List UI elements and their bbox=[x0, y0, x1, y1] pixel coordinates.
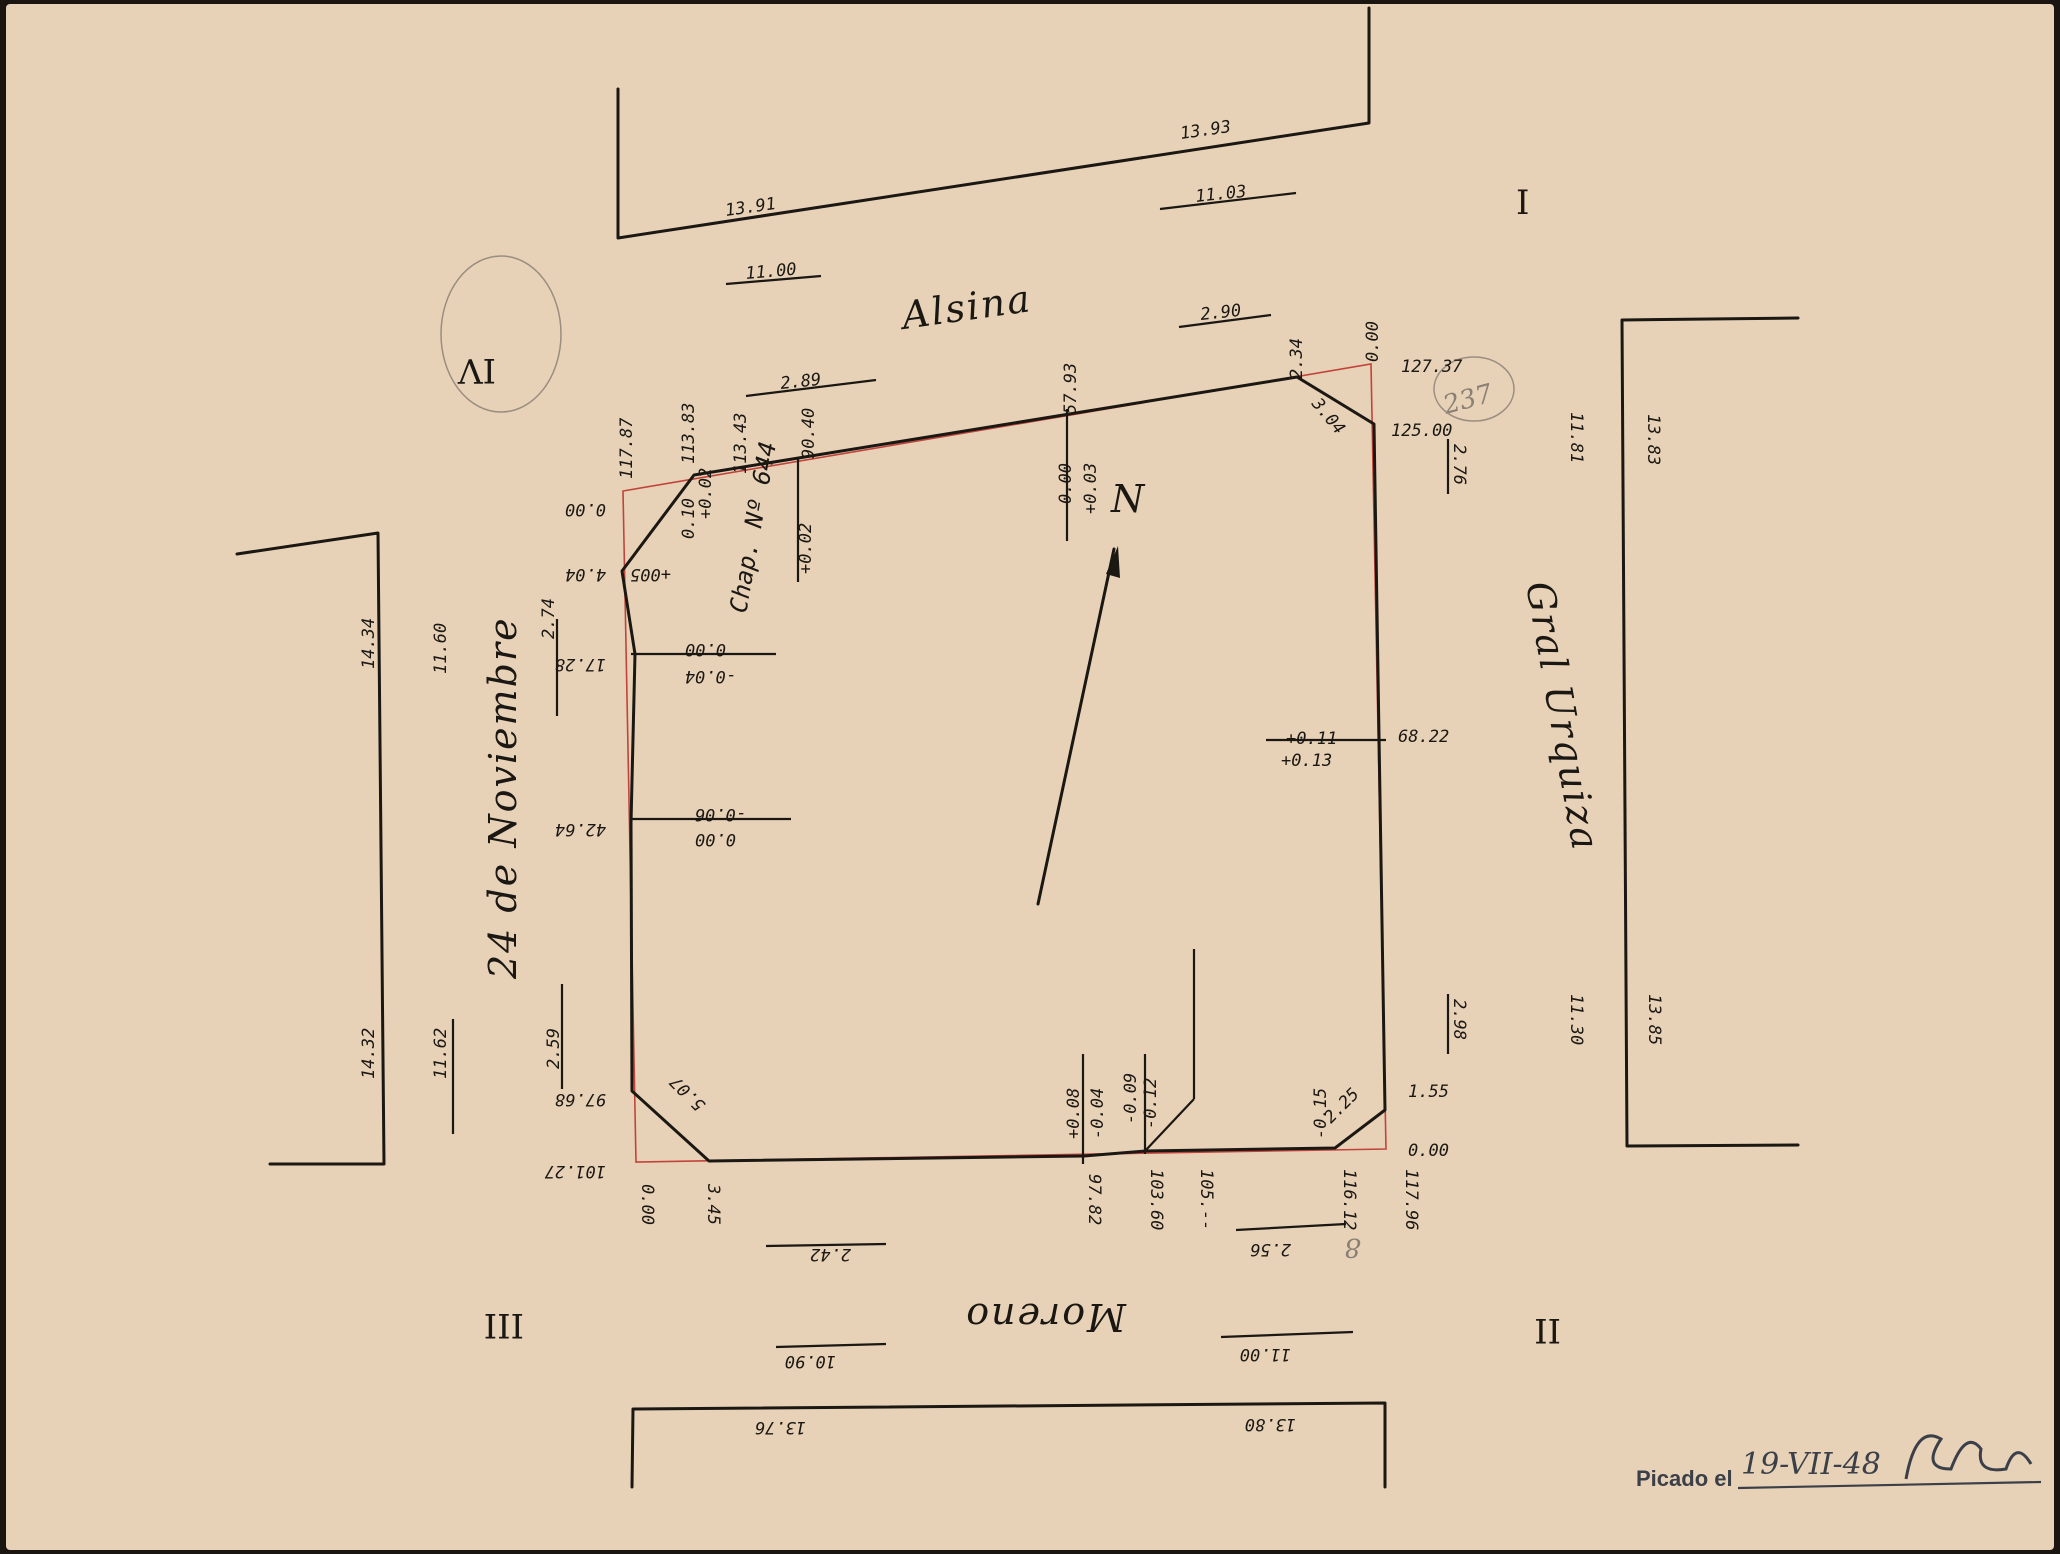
svg-text:+0.11: +0.11 bbox=[1286, 729, 1337, 749]
svg-text:11.00: 11.00 bbox=[745, 260, 798, 284]
svg-text:1.55: 1.55 bbox=[1408, 1082, 1449, 1102]
svg-text:127.37: 127.37 bbox=[1401, 357, 1463, 377]
svg-text:0.00: 0.00 bbox=[695, 829, 736, 849]
svg-text:+0.08: +0.08 bbox=[1064, 1088, 1084, 1139]
svg-text:11.62: 11.62 bbox=[431, 1028, 451, 1079]
svg-text:14.34: 14.34 bbox=[359, 618, 379, 669]
svg-text:3.04: 3.04 bbox=[1307, 394, 1349, 439]
svg-text:2.42: 2.42 bbox=[810, 1244, 851, 1264]
picado-date: 19-VII-48 bbox=[1741, 1447, 1881, 1482]
map-sheet: N Alsina Gral Urquiza Moreno 24 de Novie… bbox=[6, 4, 2054, 1550]
svg-text:-0.09: -0.09 bbox=[1121, 1073, 1141, 1124]
svg-text:42.64: 42.64 bbox=[555, 819, 606, 839]
svg-text:17.28: 17.28 bbox=[555, 654, 606, 674]
svg-text:-0.15: -0.15 bbox=[1311, 1088, 1331, 1139]
svg-text:2.98: 2.98 bbox=[1449, 999, 1469, 1040]
svg-text:113.43: 113.43 bbox=[731, 413, 751, 474]
svg-text:13.85: 13.85 bbox=[1644, 994, 1664, 1045]
svg-text:11.81: 11.81 bbox=[1566, 412, 1586, 463]
svg-text:-0.04: -0.04 bbox=[685, 666, 736, 686]
block-iii-outline bbox=[630, 1401, 1387, 1489]
picado-label: Picado el bbox=[1636, 1466, 1733, 1491]
block-label-i: I bbox=[1516, 183, 1529, 223]
svg-text:11.03: 11.03 bbox=[1194, 182, 1247, 207]
block-iv-circle bbox=[440, 255, 562, 413]
svg-text:0.00: 0.00 bbox=[1363, 321, 1383, 362]
street-alsina: Alsina bbox=[896, 276, 1034, 338]
svg-text:97.68: 97.68 bbox=[555, 1089, 606, 1109]
block-iv-outline bbox=[235, 531, 386, 1166]
svg-text:125.00: 125.00 bbox=[1391, 421, 1452, 441]
svg-text:11.60: 11.60 bbox=[431, 623, 451, 674]
svg-text:13.80: 13.80 bbox=[1245, 1414, 1296, 1434]
svg-text:13.83: 13.83 bbox=[1643, 414, 1663, 465]
svg-text:117.87: 117.87 bbox=[617, 417, 637, 479]
svg-text:13.93: 13.93 bbox=[1179, 117, 1232, 144]
svg-text:2.59: 2.59 bbox=[544, 1028, 564, 1069]
svg-text:0.00: 0.00 bbox=[637, 1184, 657, 1225]
street-moreno: Moreno bbox=[964, 1295, 1127, 1339]
north-arrow-head bbox=[1106, 546, 1120, 578]
block-label-iii: III bbox=[484, 1305, 524, 1345]
svg-text:117.96: 117.96 bbox=[1401, 1169, 1421, 1230]
svg-text:+0.13: +0.13 bbox=[1281, 751, 1332, 771]
svg-text:+005: +005 bbox=[630, 564, 671, 584]
pencil-number: 237 bbox=[1439, 379, 1496, 421]
svg-text:10.90: 10.90 bbox=[785, 1351, 836, 1371]
svg-text:+0.03: +0.03 bbox=[1081, 463, 1101, 514]
pencil-number-2: 8 bbox=[1344, 1232, 1361, 1262]
street-24-de-noviembre: 24 de Noviembre bbox=[481, 616, 525, 980]
block-i-outline bbox=[616, 6, 1371, 240]
svg-text:103.60: 103.60 bbox=[1146, 1169, 1166, 1230]
dimension-numbers: 13.93 13.91 11.03 11.00 2.90 2.89 2.34 0… bbox=[359, 117, 1664, 1437]
svg-text:13.91: 13.91 bbox=[724, 194, 777, 221]
svg-text:3.45: 3.45 bbox=[703, 1183, 723, 1225]
svg-text:14.32: 14.32 bbox=[359, 1028, 379, 1079]
signature-initials bbox=[1904, 1434, 2033, 1480]
svg-text:2.76: 2.76 bbox=[1449, 444, 1469, 485]
svg-text:+0.02: +0.02 bbox=[796, 523, 816, 574]
svg-text:0.00: 0.00 bbox=[1056, 463, 1076, 504]
svg-text:68.22: 68.22 bbox=[1398, 727, 1449, 747]
svg-text:113.83: 113.83 bbox=[679, 403, 699, 464]
svg-text:105.--: 105.-- bbox=[1196, 1169, 1216, 1230]
svg-text:116.12: 116.12 bbox=[1339, 1169, 1359, 1230]
svg-text:2.89: 2.89 bbox=[779, 370, 822, 394]
svg-text:11.00: 11.00 bbox=[1240, 1344, 1291, 1364]
svg-text:0.00: 0.00 bbox=[565, 499, 606, 519]
north-arrow-label: N bbox=[1110, 477, 1146, 521]
svg-text:11.30: 11.30 bbox=[1566, 994, 1586, 1045]
svg-text:57.93: 57.93 bbox=[1061, 363, 1081, 414]
svg-text:-0.12: -0.12 bbox=[1141, 1078, 1161, 1129]
svg-text:97.82: 97.82 bbox=[1084, 1174, 1104, 1225]
block-label-ii: II bbox=[1534, 1310, 1561, 1350]
svg-text:0.00: 0.00 bbox=[1408, 1141, 1449, 1161]
svg-text:2.56: 2.56 bbox=[1250, 1239, 1291, 1259]
svg-text:2.74: 2.74 bbox=[539, 598, 559, 639]
survey-plan: N Alsina Gral Urquiza Moreno 24 de Novie… bbox=[235, 6, 2042, 1491]
pencil-circle bbox=[1433, 356, 1515, 422]
svg-text:101.27: 101.27 bbox=[544, 1161, 606, 1181]
north-arrow-shaft bbox=[1036, 547, 1116, 906]
block-ii-outline bbox=[1620, 316, 1800, 1148]
svg-text:+0.02: +0.02 bbox=[696, 468, 716, 519]
svg-text:4.04: 4.04 bbox=[565, 564, 606, 584]
svg-text:0.00: 0.00 bbox=[685, 639, 726, 659]
street-gral-urquiza: Gral Urquiza bbox=[1517, 578, 1608, 855]
svg-text:-0.04: -0.04 bbox=[1088, 1088, 1108, 1139]
svg-text:90.40: 90.40 bbox=[799, 408, 819, 459]
svg-text:0.10: 0.10 bbox=[679, 498, 699, 539]
reference-rectangle bbox=[622, 363, 1387, 1163]
svg-text:-0.06: -0.06 bbox=[695, 804, 746, 824]
svg-text:2.90: 2.90 bbox=[1199, 301, 1242, 325]
svg-text:2.34: 2.34 bbox=[1287, 338, 1307, 379]
svg-text:13.76: 13.76 bbox=[755, 1417, 806, 1437]
central-block-outline bbox=[620, 375, 1387, 1163]
block-label-iv: IV bbox=[457, 350, 496, 390]
svg-text:5.07: 5.07 bbox=[666, 1071, 710, 1115]
